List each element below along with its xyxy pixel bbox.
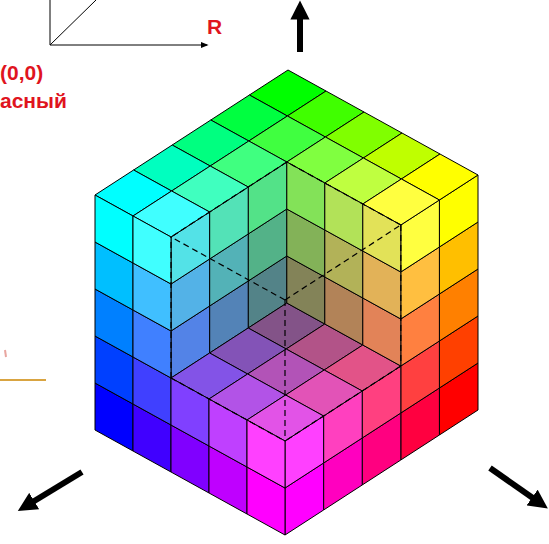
orange-mark: [0, 350, 46, 380]
cube-cell-face: [247, 420, 285, 488]
hidden-edge: [284, 300, 285, 441]
hidden-edge: [171, 378, 285, 441]
cube-cell-face: [133, 216, 171, 284]
color-name-label: асный: [0, 90, 67, 111]
hidden-edge: [285, 225, 401, 300]
axis-label: R: [207, 16, 222, 37]
cube-cell-face: [95, 195, 133, 263]
color-cube: [95, 70, 478, 535]
hidden-edge: [171, 237, 285, 300]
axis-arrows: [26, 10, 540, 506]
hidden-edge: [400, 225, 401, 366]
coordinate-label: (0,0): [0, 62, 43, 83]
hidden-edge: [170, 237, 171, 378]
axis-sketch: [50, 0, 207, 45]
hidden-edge: [285, 366, 401, 441]
hidden-edge: [287, 162, 401, 225]
cube-cell-face: [287, 162, 325, 230]
hidden-edge: [171, 162, 287, 237]
